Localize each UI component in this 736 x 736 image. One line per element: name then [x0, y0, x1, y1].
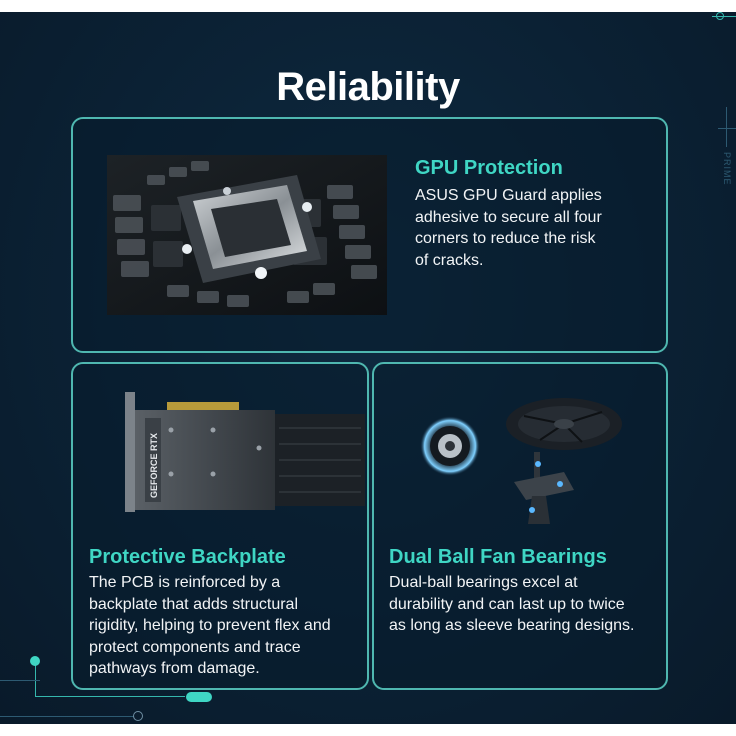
body-line: of cracks. — [415, 251, 484, 269]
body-line: corners to reduce the risk — [415, 230, 596, 247]
circuit-trace-left-edge — [0, 680, 40, 681]
body-line: Dual-ball bearings excel at — [389, 574, 578, 591]
circuit-node-bottom — [133, 711, 143, 721]
circuit-pill — [186, 692, 212, 702]
feature-body-dual-ball-fan-bearings: Dual-ball bearings excel at durability a… — [389, 572, 635, 637]
body-line: rigidity, helping to prevent flex and — [89, 617, 331, 634]
circuit-trace-right — [726, 107, 727, 147]
body-line: adhesive to secure all four — [415, 208, 602, 226]
feature-card-protective-backplate: GEFORCE RTX Protective Backplate The PCB… — [71, 362, 369, 690]
circuit-trace-right-cross — [718, 128, 736, 129]
body-line: pathways from damage. — [89, 660, 260, 677]
circuit-trace-bottom — [0, 716, 134, 717]
circuit-trace-left-horizontal — [35, 696, 185, 697]
feature-body-protective-backplate: The PCB is reinforced by a backplate tha… — [89, 572, 331, 680]
feature-heading-gpu-protection: GPU Protection — [415, 157, 563, 179]
side-mark: PRIME — [722, 152, 732, 186]
body-line: ASUS GPU Guard applies — [415, 187, 602, 204]
gpu-print: GEFORCE RTX — [149, 433, 159, 498]
circuit-node-left — [30, 656, 40, 666]
feature-card-dual-ball-fan-bearings: Dual Ball Fan Bearings Dual-ball bearing… — [372, 362, 668, 690]
body-line: as long as sleeve bearing designs. — [389, 617, 635, 634]
feature-heading-dual-ball-fan-bearings: Dual Ball Fan Bearings — [389, 546, 607, 568]
circuit-trace-left-vertical — [35, 662, 36, 696]
gpu-die-photo — [107, 155, 387, 315]
reliability-panel: PRIME Reliability — [0, 12, 736, 724]
body-line: durability and can last up to twice — [389, 595, 625, 613]
circuit-node-top-right — [716, 12, 724, 20]
backplate-photo: GEFORCE RTX — [125, 392, 365, 512]
page-title: Reliability — [276, 64, 460, 109]
fan-bearing-photo — [420, 398, 622, 524]
feature-body-gpu-protection: ASUS GPU Guard applies adhesive to secur… — [415, 185, 602, 271]
body-line: protect components and trace — [89, 638, 301, 656]
feature-heading-protective-backplate: Protective Backplate — [89, 546, 286, 568]
circuit-trace-top-right — [712, 16, 736, 17]
body-line: The PCB is reinforced by a — [89, 574, 281, 591]
body-line: backplate that adds structural — [89, 595, 299, 613]
feature-card-gpu-protection: GPU Protection ASUS GPU Guard applies ad… — [71, 117, 668, 353]
